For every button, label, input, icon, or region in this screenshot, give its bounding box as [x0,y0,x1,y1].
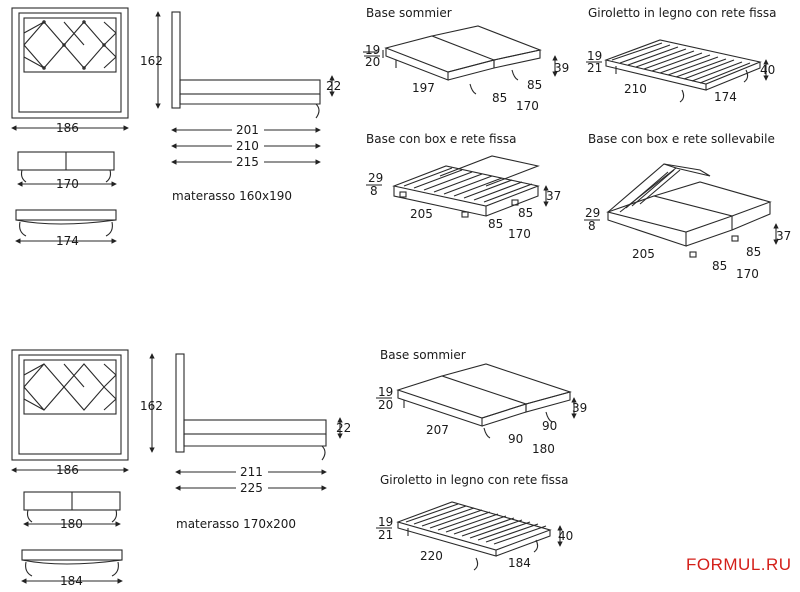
top-length-1: 201 [236,123,259,137]
bottom-mattress: materasso 170x200 [176,517,296,531]
bottom-sommier-title: Base sommier [380,348,466,362]
bottom-sommier-length: 207 [426,423,449,437]
top-box-fissa-title: Base con box e rete fissa [366,132,516,146]
top-sommier-total: 170 [516,99,539,113]
top-front-view [11,7,129,119]
bottom-side-view [149,353,343,461]
bottom-sommier-w2: 90 [542,419,557,433]
top-box-fissa-frac-top: 29 [368,171,383,185]
top-side-height: 162 [140,54,163,68]
bottom-sommier-frac-top: 19 [378,385,393,399]
top-giroletto-width: 174 [714,90,737,104]
bottom-length-2: 225 [240,481,263,495]
bottom-sommier-w1: 90 [508,432,523,446]
brand-watermark: FORMUL.RU [686,555,792,574]
bottom-side-rail: 22 [336,421,351,435]
top-foot-width-1: 170 [56,177,79,191]
top-box-fissa-w1: 85 [488,217,503,231]
top-box-sollevabile-w2: 85 [746,245,761,259]
top-box-fissa-frac-bot: 8 [370,184,378,198]
top-giroletto-frac-top: 19 [587,49,602,63]
top-box-fissa-total: 170 [508,227,531,241]
bottom-giroletto-frac-bot: 21 [378,528,393,542]
bottom-side-height: 162 [140,399,163,413]
bottom-giroletto-width: 184 [508,556,531,570]
top-length-2: 210 [236,139,259,153]
top-box-sollevabile-height: 37 [776,229,791,243]
top-sommier-frac-bot: 20 [365,55,380,69]
top-box-fissa-length: 205 [410,207,433,221]
top-box-fissa-w2: 85 [518,206,533,220]
top-giroletto-title: Giroletto in legno con rete fissa [588,6,777,20]
bottom-sommier-height: 39 [572,401,587,415]
top-box-sollevabile-w1: 85 [712,259,727,273]
top-giroletto-drawing [604,39,762,103]
top-box-sollevabile-length: 205 [632,247,655,261]
bottom-sommier-frac-bot: 20 [378,398,393,412]
bottom-giroletto-title: Giroletto in legno con rete fissa [380,473,569,487]
top-front-width: 186 [56,121,79,135]
top-box-sollevabile-frac-top: 29 [585,206,600,220]
bottom-sommier-total: 180 [532,442,555,456]
bottom-giroletto-frac-top: 19 [378,515,393,529]
bottom-front-width: 186 [56,463,79,477]
top-side-rail: 22 [326,79,341,93]
top-box-sollevabile-title: Base con box e rete sollevabile [588,132,775,146]
top-box-sollevabile-total: 170 [736,267,759,281]
bottom-sommier-drawing [396,363,572,439]
top-sommier-frac-top: 19 [365,43,380,57]
top-sommier-w1: 85 [492,91,507,105]
top-foot-width-2: 174 [56,234,79,248]
top-giroletto-height: 40 [760,63,775,77]
top-box-fissa-drawing [392,155,540,218]
top-side-view [155,11,335,119]
top-box-sollevabile-drawing [606,163,772,258]
bottom-length-1: 211 [240,465,263,479]
bottom-foot-width-1: 180 [60,517,83,531]
top-box-fissa-height: 37 [546,189,561,203]
bottom-giroletto-height: 40 [558,529,573,543]
top-sommier-drawing [384,25,542,95]
bottom-giroletto-length: 220 [420,549,443,563]
bottom-front-view [11,349,129,461]
top-box-sollevabile-frac-bot: 8 [588,219,596,233]
top-giroletto-frac-bot: 21 [587,61,602,75]
bottom-giroletto-drawing [396,501,552,571]
top-mattress: materasso 160x190 [172,189,292,203]
top-giroletto-length: 210 [624,82,647,96]
top-sommier-title: Base sommier [366,6,452,20]
top-sommier-height: 39 [554,61,569,75]
top-sommier-w2: 85 [527,78,542,92]
bottom-foot-width-2: 184 [60,574,83,588]
top-sommier-length: 197 [412,81,435,95]
top-length-3: 215 [236,155,259,169]
